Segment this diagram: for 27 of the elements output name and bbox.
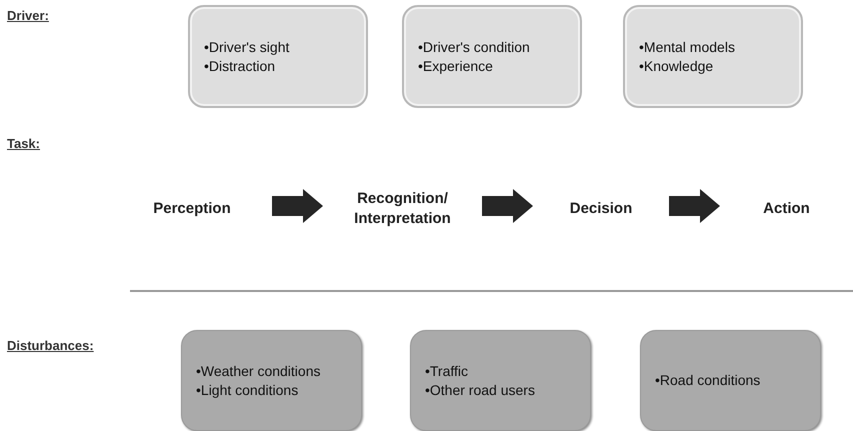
block-arrow: [669, 189, 720, 223]
step-label: Perception: [153, 199, 231, 219]
bullet-item: •Driver's sight: [204, 38, 290, 56]
step-label: Decision: [570, 199, 632, 219]
section-heading: Task:: [7, 136, 40, 151]
step-label: Recognition/ Interpretation: [353, 189, 452, 229]
section-heading: Disturbances:: [7, 338, 94, 353]
bullet-item: •Other road users: [425, 380, 536, 400]
bullet-item: •Light conditions: [196, 380, 300, 400]
factor-box: [188, 5, 368, 108]
bullet-item: •Mental models: [639, 38, 736, 56]
bullet-item: •Weather conditions: [196, 362, 322, 380]
bullet-item: •Experience: [418, 56, 494, 76]
bullet-item: •Knowledge: [639, 56, 714, 76]
step-label: Action: [763, 199, 810, 219]
factor-box: [640, 330, 821, 431]
bullet-item: •Driver's condition: [418, 38, 531, 56]
block-arrow: [482, 189, 533, 223]
factor-box: [402, 5, 582, 108]
factor-box: [623, 5, 803, 108]
bullet-item: •Distraction: [204, 56, 276, 76]
factor-box: [410, 330, 591, 431]
bullet-item: •Road conditions: [655, 371, 762, 390]
block-arrow: [272, 189, 323, 223]
bullet-item: •Traffic: [425, 362, 470, 380]
section-heading: Driver:: [7, 8, 49, 23]
factor-box: [181, 330, 362, 431]
